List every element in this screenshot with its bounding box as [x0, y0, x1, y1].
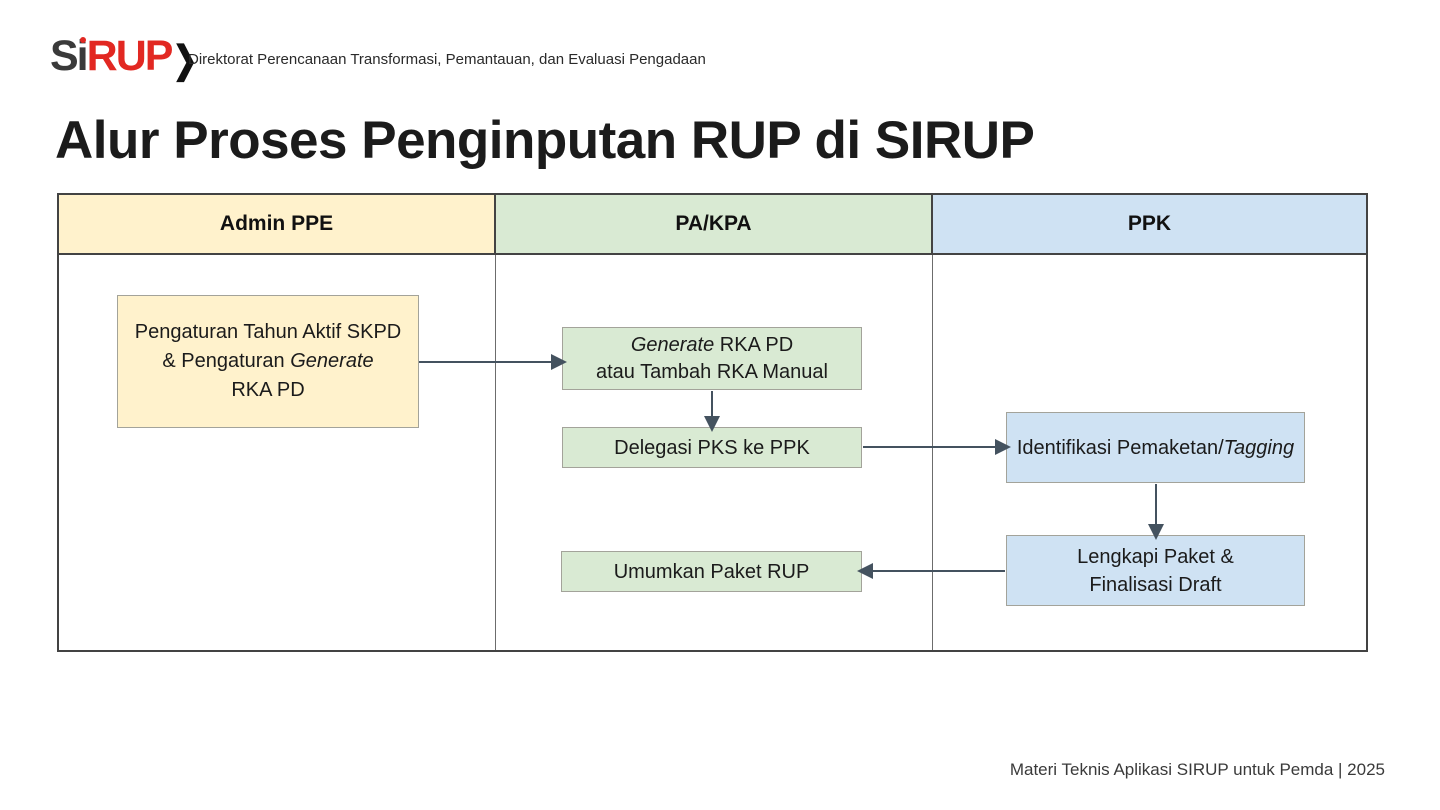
flow-box-line: Pengaturan Tahun Aktif SKPD — [134, 321, 402, 343]
flow-box-line: Delegasi PKS ke PPK — [614, 436, 810, 459]
flow-box-line: Lengkapi Paket & — [1077, 545, 1234, 568]
logo-text-rup: RUP — [86, 32, 174, 80]
directorate-caption: Direktorat Perencanaan Transformasi, Pem… — [188, 51, 706, 68]
lane-header-ppk: PPK — [933, 195, 1366, 255]
flow-box-identifikasi-pemaketan: Identifikasi Pemaketan/Tagging — [1006, 412, 1305, 483]
flow-box-line: RKA PD — [231, 379, 305, 401]
flow-box-line: Umumkan Paket RUP — [613, 560, 810, 583]
swimlane-header-row: Admin PPE PA/KPA PPK — [59, 195, 1366, 255]
logo-text-si: Si — [50, 28, 89, 84]
logo-chevron-icon: ❯ — [172, 39, 198, 81]
swimlane-body — [59, 255, 1366, 650]
page-title: Alur Proses Penginputan RUP di SIRUP — [55, 111, 1035, 170]
lane-header-pa-kpa: PA/KPA — [496, 195, 933, 255]
flow-box-generate-rka: Generate RKA PD atau Tambah RKA Manual — [562, 327, 862, 390]
lane-column-pa-kpa — [496, 255, 933, 650]
flow-box-line: & Pengaturan Generate — [162, 350, 374, 372]
flow-box-umumkan-paket: Umumkan Paket RUP — [561, 551, 862, 592]
flow-box-delegasi-pks: Delegasi PKS ke PPK — [562, 427, 862, 468]
flow-box-lengkapi-paket: Lengkapi Paket & Finalisasi Draft — [1006, 535, 1305, 606]
lane-header-admin-ppe: Admin PPE — [59, 195, 496, 255]
flow-box-pengaturan-tahun-aktif: Pengaturan Tahun Aktif SKPD & Pengaturan… — [117, 295, 419, 428]
flow-box-line: Generate RKA PD — [630, 333, 794, 356]
flow-box-line: Finalisasi Draft — [1089, 573, 1222, 596]
footer-caption: Materi Teknis Aplikasi SIRUP untuk Pemda… — [1009, 760, 1385, 779]
lane-column-admin-ppe — [59, 255, 496, 650]
flow-box-line: atau Tambah RKA Manual — [595, 360, 828, 383]
flow-box-line: Identifikasi Pemaketan/Tagging — [1016, 436, 1295, 459]
swimlane-table: Admin PPE PA/KPA PPK — [57, 193, 1368, 652]
